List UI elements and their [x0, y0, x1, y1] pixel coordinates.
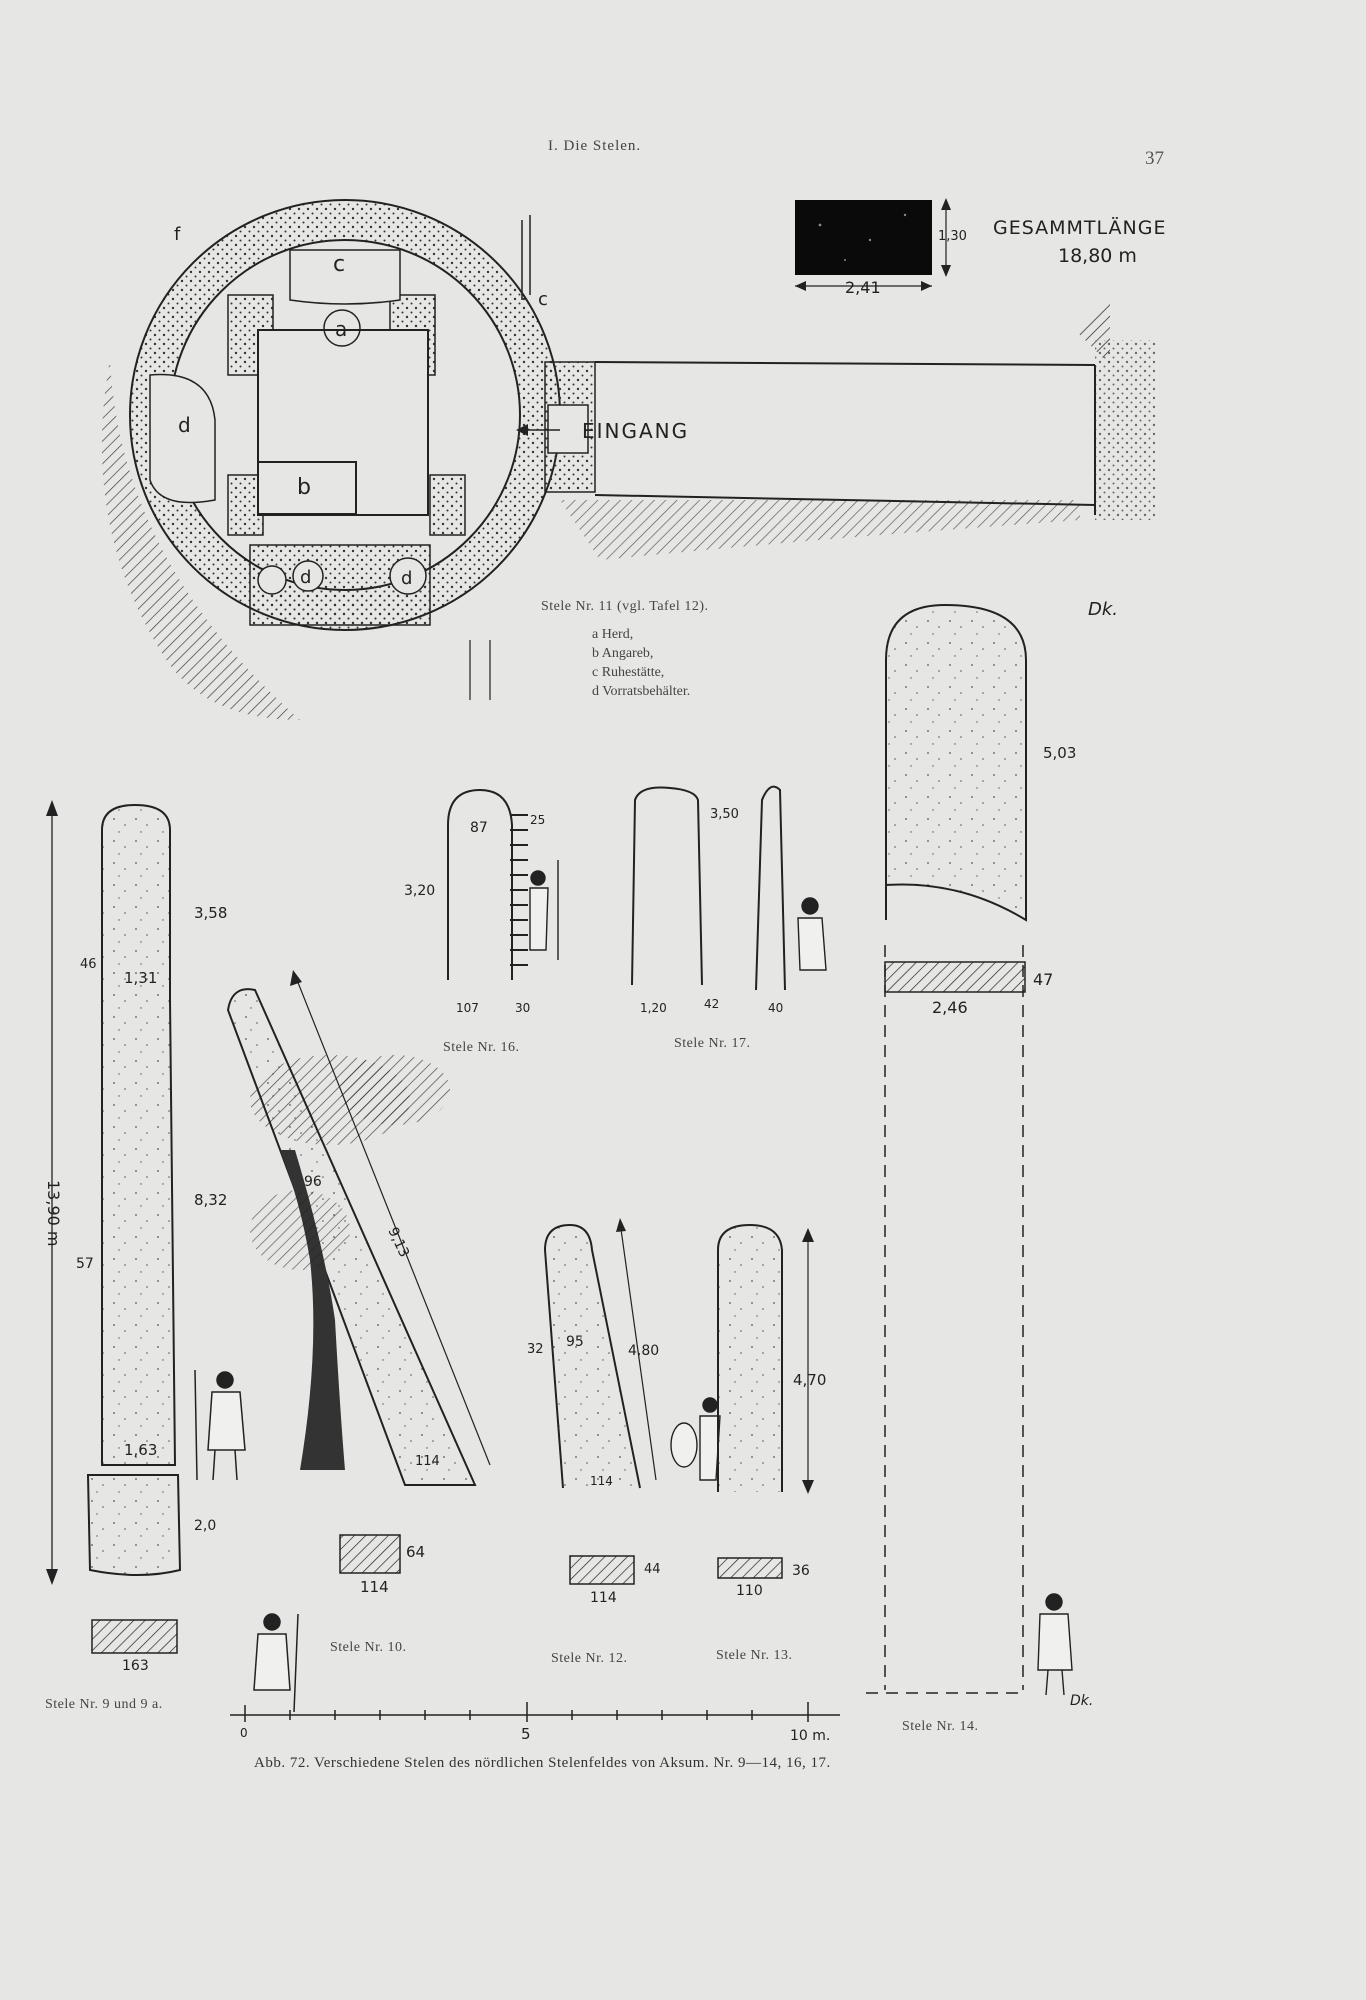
- page-number: 37: [1145, 148, 1164, 169]
- s13-sec-h: 36: [792, 1563, 810, 1579]
- stele-13: [717, 1223, 814, 1579]
- stele-12: [543, 1218, 721, 1585]
- s13-height: 4,70: [793, 1371, 826, 1389]
- entrance-label: EINGANG: [582, 419, 689, 443]
- s9-mid: 8,32: [194, 1191, 227, 1209]
- s9-base-h: 2,0: [194, 1518, 216, 1534]
- s10-length: 9,13: [384, 1225, 412, 1260]
- plan-signature: Dk.: [1088, 599, 1118, 620]
- s14-signature: Dk.: [1070, 1693, 1093, 1709]
- stele-9-caption: Stele Nr. 9 und 9 a.: [45, 1697, 163, 1712]
- label-d-mid: d: [300, 567, 311, 588]
- stele-17-caption: Stele Nr. 17.: [674, 1036, 751, 1051]
- s12-width: 95: [566, 1334, 584, 1350]
- stele-11-legend: a Herd, b Angareb, c Ruhestätte, d Vorra…: [592, 625, 690, 701]
- s9-side: 57: [76, 1256, 94, 1272]
- plan-stele-11: [101, 199, 1155, 720]
- stele-14: [866, 603, 1073, 1696]
- stele-10-caption: Stele Nr. 10.: [330, 1640, 407, 1655]
- s12-side: 32: [527, 1342, 544, 1357]
- figure-caption: Abb. 72. Verschiedene Stelen des nördlic…: [254, 1755, 831, 1771]
- s10-width: 96: [304, 1174, 322, 1190]
- stele-17: [631, 785, 827, 991]
- s16-base: 107: [456, 1001, 479, 1015]
- s12-sec-w: 114: [590, 1590, 617, 1606]
- s14-sec-h: 47: [1033, 970, 1053, 989]
- scale-bar: [230, 1702, 840, 1722]
- s17-d1: 42: [704, 997, 719, 1011]
- s12-sec-h: 44: [644, 1562, 661, 1577]
- scale-five: 5: [521, 1725, 531, 1743]
- stele-10: [226, 970, 491, 1574]
- s17-d2: 40: [768, 1001, 783, 1015]
- total-length-label: GESAMMTLÄNGE: [993, 216, 1167, 239]
- s12-base: 114: [590, 1474, 613, 1488]
- s16-height: 3,20: [404, 883, 435, 899]
- block-width: 2,41: [845, 278, 881, 297]
- s14-sec-w: 2,46: [932, 998, 968, 1017]
- section-black-block: [795, 198, 951, 291]
- s9-top: 3,58: [194, 904, 227, 922]
- legend-a: a Herd,: [592, 627, 634, 642]
- legend-c: c Ruhestätte,: [592, 665, 665, 680]
- s13-sec-w: 110: [736, 1583, 763, 1599]
- s10-base: 114: [415, 1454, 440, 1469]
- block-height: 1,30: [938, 229, 967, 244]
- label-c-right: c: [538, 289, 548, 310]
- s10-sec-w: 114: [360, 1578, 389, 1596]
- legend-d: d Vorratsbehälter.: [592, 684, 691, 699]
- scale-ten: 10 m.: [790, 1728, 830, 1744]
- s9-total: 13,90 m: [44, 1180, 63, 1246]
- stele-11-caption: Stele Nr. 11 (vgl. Tafel 12).: [541, 599, 709, 614]
- stele-16: [447, 788, 559, 980]
- stele-9: [46, 800, 246, 1654]
- stele-16-caption: Stele Nr. 16.: [443, 1040, 520, 1055]
- s16-depth: 30: [515, 1001, 530, 1015]
- s10-sec-h: 64: [406, 1543, 425, 1561]
- label-d-left: d: [178, 413, 191, 437]
- s9-upper: 46: [80, 957, 97, 972]
- label-b: b: [297, 475, 311, 500]
- total-length-value: 18,80 m: [1058, 245, 1137, 267]
- scale-figure: [253, 1613, 299, 1713]
- label-f: f: [174, 224, 181, 245]
- scale-zero: 0: [240, 1726, 248, 1740]
- legend-b: b Angareb,: [592, 646, 654, 661]
- label-a: a: [335, 317, 347, 341]
- stele-13-caption: Stele Nr. 13.: [716, 1648, 793, 1663]
- s9-base-w: 1,63: [124, 1441, 157, 1459]
- s9-w1: 1,31: [124, 969, 157, 987]
- stele-14-caption: Stele Nr. 14.: [902, 1719, 979, 1734]
- running-title: I. Die Stelen.: [548, 138, 642, 154]
- label-c: c: [333, 252, 345, 277]
- s9-section: 163: [122, 1658, 149, 1674]
- s12-height: 4,80: [628, 1343, 659, 1359]
- s14-height: 5,03: [1043, 744, 1076, 762]
- stele-12-caption: Stele Nr. 12.: [551, 1651, 628, 1666]
- s17-height: 3,50: [710, 807, 739, 822]
- s16-side: 25: [530, 813, 545, 827]
- label-d-right: d: [401, 568, 412, 589]
- s17-base: 1,20: [640, 1001, 667, 1015]
- s16-top: 87: [470, 820, 488, 836]
